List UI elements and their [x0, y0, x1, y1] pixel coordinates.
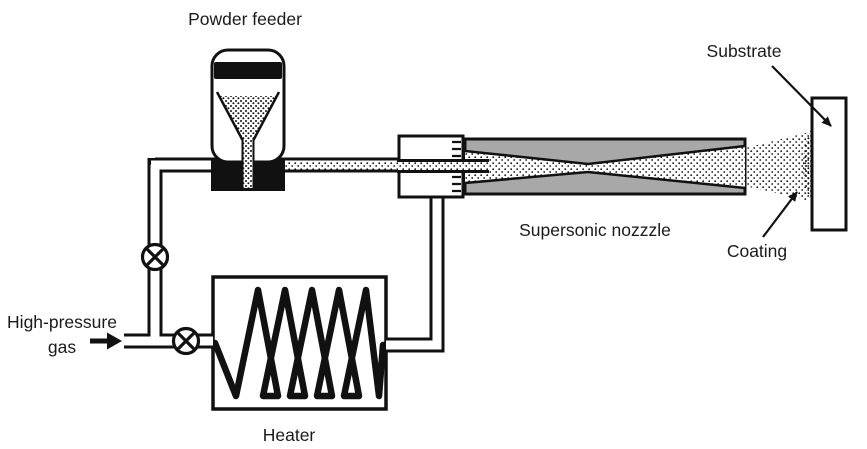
heater-outlet-pipe-outline [386, 197, 445, 353]
powder-trail [253, 161, 491, 170]
valve-cross [145, 247, 165, 267]
coating-layer [803, 127, 812, 203]
valve-icon-inlet [171, 326, 201, 356]
powder-spout-walls [241, 139, 255, 188]
valve-icon-riser [140, 242, 170, 272]
substrate-label: Substrate [707, 41, 782, 61]
powder-hopper-fill [219, 96, 277, 139]
heater-outlet-pipe-bore [386, 196, 442, 350]
nozzle-channel-powder-stipple [465, 146, 745, 188]
substrate-pointer-arrow [771, 65, 832, 127]
powder-feeder-cap-band [214, 62, 282, 79]
supersonic-nozzle-label: Supersonic nozzzle [519, 220, 671, 240]
powder-feeder-label: Powder feeder [188, 9, 302, 29]
supersonic-nozzle-body [463, 137, 747, 196]
nozzle-channel-bottom-wall [464, 170, 746, 190]
high-pressure-gas-label-line2: gas [48, 337, 76, 357]
heater-label: Heater [263, 425, 316, 445]
heater-coil [211, 286, 391, 400]
spray-plume [745, 132, 810, 201]
nozzle-channel-top-wall [464, 144, 746, 166]
valve-cross [176, 331, 196, 351]
powder-spout-stipple [243, 138, 254, 188]
powder-feeder-unit [210, 48, 286, 191]
powder-funnel-walls [215, 91, 281, 141]
coating-label: Coating [727, 241, 787, 261]
high-pressure-gas-label-line1: High-pressure [7, 312, 117, 332]
gas-inlet-arrow-icon [90, 332, 122, 350]
substrate-plate [810, 96, 848, 232]
coating-pointer-arrow [762, 191, 798, 238]
heater-unit [211, 275, 391, 411]
